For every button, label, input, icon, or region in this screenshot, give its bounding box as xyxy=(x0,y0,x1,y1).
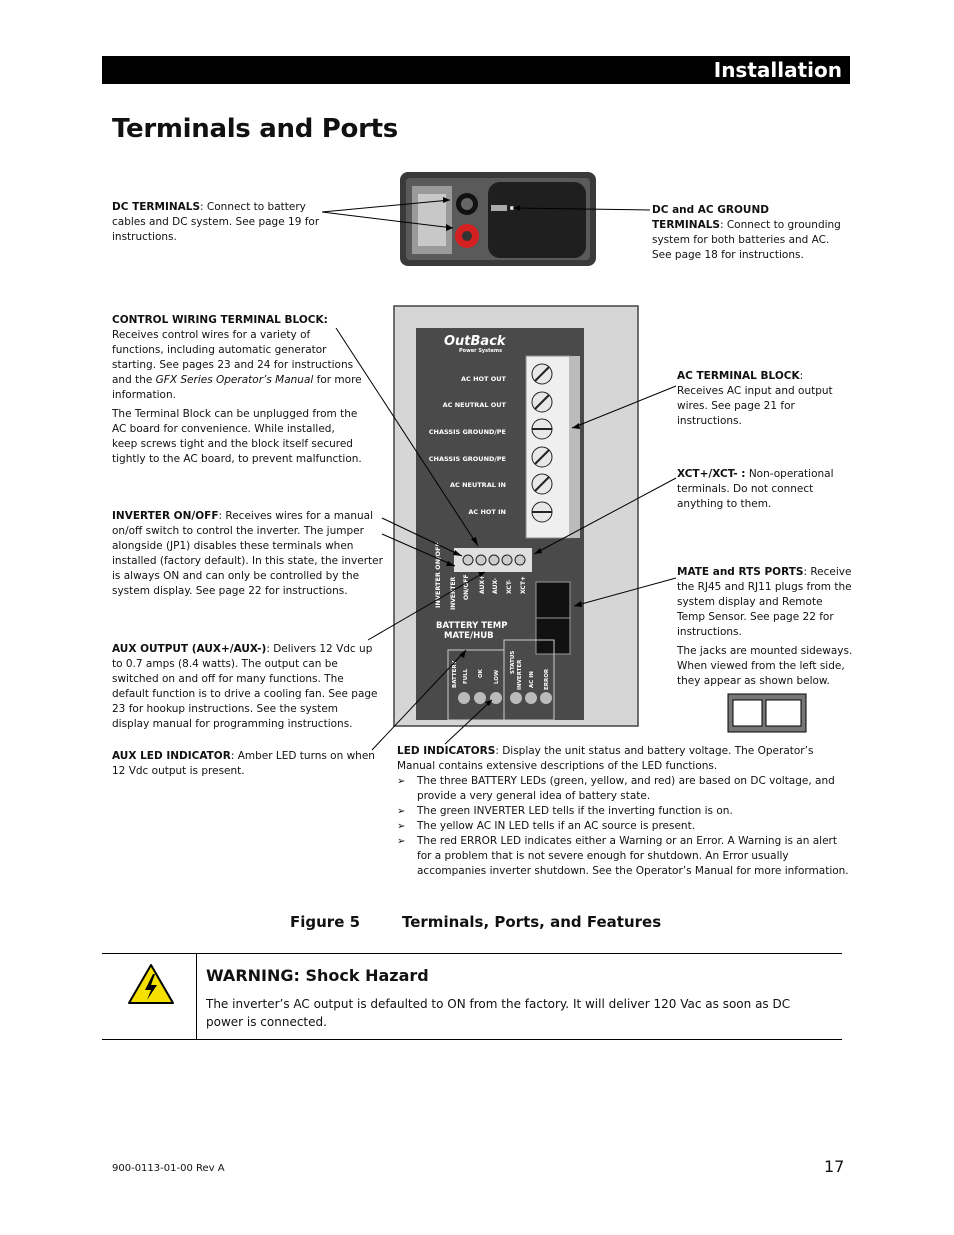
ac-label: AC HOT IN xyxy=(468,508,506,516)
terminals-figure: AC HOT OUT AC NEUTRAL OUT CHASSIS GROUND… xyxy=(321,172,807,751)
ac-terminal-block-callout: AC TERMINAL BLOCK: Receives AC input and… xyxy=(677,370,833,427)
control-wiring-callout: CONTROL WIRING TERMINAL BLOCK:Receives c… xyxy=(112,314,362,465)
inverter-onoff-callout: INVERTER ON/OFF: Receives wires for a ma… xyxy=(112,510,383,597)
led-indicators-callout: LED INDICATORS: Display the unit status … xyxy=(397,744,853,879)
high-voltage-warning-icon xyxy=(128,964,174,1004)
board-logo-sub: Power Systems xyxy=(459,348,502,354)
led-bullet: The red ERROR LED indicates either a War… xyxy=(397,834,853,879)
xct-callout: XCT+/XCT- : Non-operational terminals. D… xyxy=(677,468,834,510)
status-led-group-label: STATUS xyxy=(510,651,516,674)
led-label: OK xyxy=(478,668,484,678)
led-bullet: The three BATTERY LEDs (green, yellow, a… xyxy=(397,774,853,804)
board-logo: OutBack xyxy=(444,334,507,349)
mate-rts-callout: MATE and RTS PORTS: Receive the RJ45 and… xyxy=(677,566,853,687)
aux-output-callout: AUX OUTPUT (AUX+/AUX-): Delivers 12 Vdc … xyxy=(112,643,378,730)
terminal-label: INVERTER xyxy=(450,576,457,610)
port-label: BATTERY TEMP xyxy=(436,621,507,631)
ac-label: AC NEUTRAL IN xyxy=(450,481,506,489)
section-title: Installation xyxy=(713,58,842,82)
ac-label: AC NEUTRAL OUT xyxy=(443,401,507,409)
figure-number: Figure 5 xyxy=(290,913,361,931)
warning-text: The inverter’s AC output is defaulted to… xyxy=(206,997,791,1029)
page-title: Terminals and Ports xyxy=(112,114,398,144)
ac-board-image xyxy=(393,305,807,733)
ac-label: AC HOT OUT xyxy=(461,375,507,383)
led-label: LOW xyxy=(494,670,500,684)
led-label: FULL xyxy=(463,668,469,684)
led-bullet: The yellow AC IN LED tells if an AC sour… xyxy=(397,819,853,834)
page-number: 17 xyxy=(824,1157,845,1176)
figure-caption: Figure 5 Terminals, Ports, and Features xyxy=(290,913,661,931)
warning-box: WARNING: Shock Hazard The inverter’s AC … xyxy=(102,953,842,1040)
section-header-bar: Installation xyxy=(102,56,850,84)
terminal-label: AUX+ xyxy=(479,575,486,594)
terminal-label: XCT+ xyxy=(520,576,527,594)
battery-led-group-label: BATTERY xyxy=(452,660,458,688)
led-label: ERROR xyxy=(544,668,550,690)
led-bullet-list: The three BATTERY LEDs (green, yellow, a… xyxy=(397,774,853,879)
aux-led-callout: AUX LED INDICATOR: Amber LED turns on wh… xyxy=(112,750,375,777)
warning-divider xyxy=(196,954,197,1039)
ac-label: CHASSIS GROUND/PE xyxy=(429,428,506,436)
port-label: MATE/HUB xyxy=(444,631,494,641)
dc-terminals-callout: DC TERMINALS: Connect to battery cables … xyxy=(112,201,320,243)
document-number: 900-0113-01-00 Rev A xyxy=(112,1163,225,1174)
led-label: AC IN xyxy=(529,671,535,688)
led-bullet: The green INVERTER LED tells if the inve… xyxy=(397,804,853,819)
led-label: INVERTER xyxy=(517,659,523,690)
terminal-label: ON/OFF xyxy=(463,574,470,600)
inverter-onoff-label: INVERTER ON/OFF xyxy=(434,542,442,608)
warning-title: WARNING: Shock Hazard xyxy=(206,966,429,985)
figure-title: Terminals, Ports, and Features xyxy=(402,913,662,931)
terminal-label: XCT- xyxy=(506,579,513,594)
terminal-label: AUX- xyxy=(492,578,499,594)
dc-terminals-image xyxy=(400,172,596,266)
ac-label: CHASSIS GROUND/PE xyxy=(429,455,506,463)
ground-terminals-callout: DC and AC GROUND TERMINALS: Connect to g… xyxy=(652,204,841,261)
leader-lines xyxy=(321,199,677,751)
